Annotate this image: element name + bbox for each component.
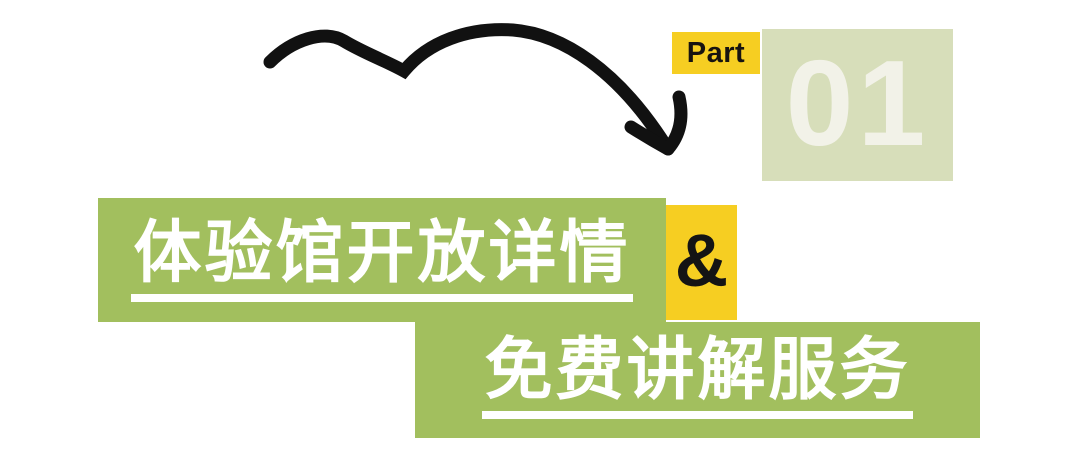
headline-line1: 体验馆开放详情 <box>131 219 633 302</box>
ampersand-badge: & <box>666 205 737 320</box>
part-badge-label: Part <box>686 36 746 69</box>
ampersand-symbol: & <box>674 218 729 302</box>
headline-line2: 免费讲解服务 <box>482 336 913 419</box>
part-badge: Part <box>672 32 760 74</box>
banner-line2: 免费讲解服务 <box>415 322 980 438</box>
part-number-box: 01 <box>762 29 953 181</box>
part-number: 01 <box>785 35 930 171</box>
banner-line1: 体验馆开放详情 <box>98 198 666 322</box>
